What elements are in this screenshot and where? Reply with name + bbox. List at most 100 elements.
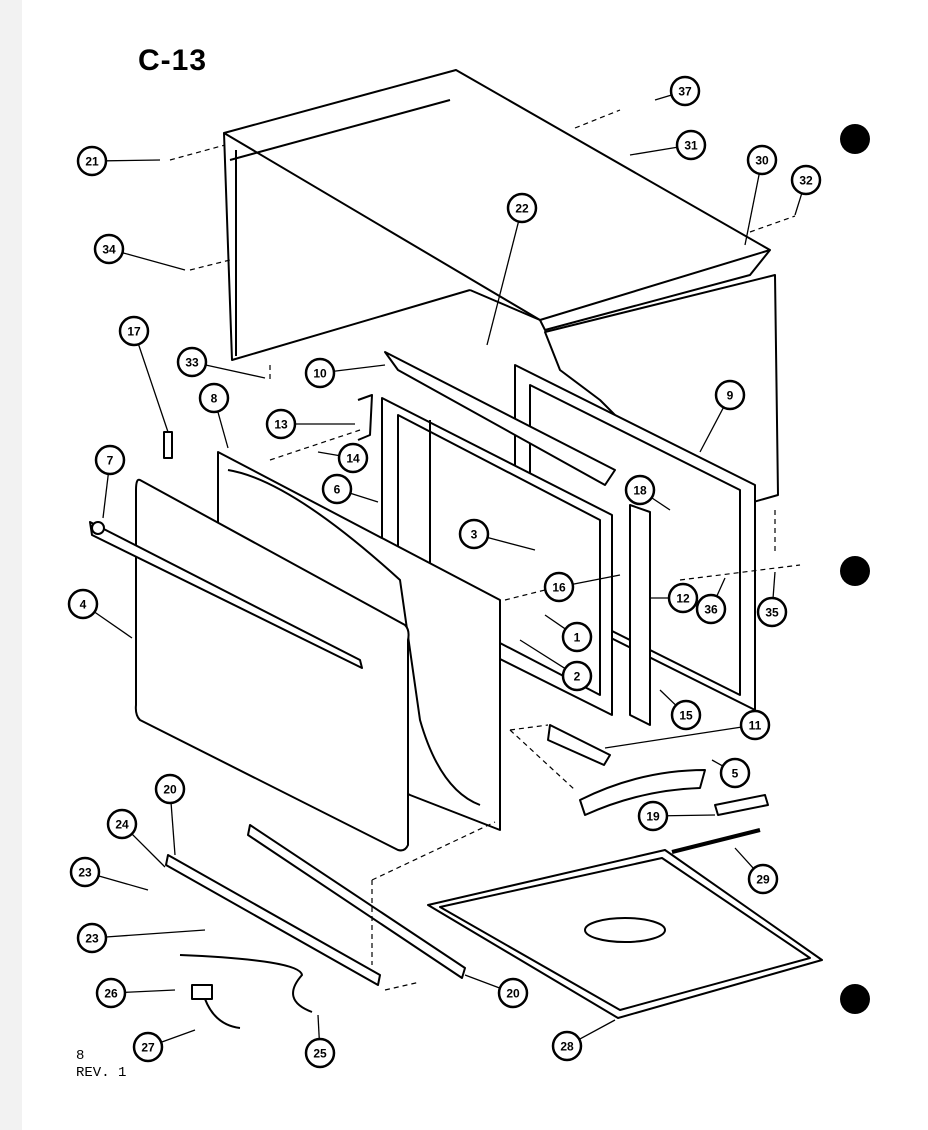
callout-20: 20	[154, 773, 186, 856]
callout-circle	[95, 977, 127, 1009]
callout-leader	[217, 411, 229, 449]
callout-label: 28	[560, 1040, 574, 1054]
callout-circle	[337, 442, 369, 474]
callout-28: 28	[551, 1019, 616, 1062]
callout-label: 9	[727, 389, 734, 403]
callout-circle	[790, 164, 822, 196]
callout-circle	[669, 75, 701, 107]
callout-leader	[317, 1014, 320, 1040]
callout-circle	[321, 473, 353, 505]
callout-label: 22	[515, 202, 529, 216]
callout-circle	[551, 1030, 583, 1062]
callout-label: 16	[552, 581, 566, 595]
callout-13: 13	[265, 408, 355, 440]
callout-leader	[105, 159, 161, 162]
callout-14: 14	[317, 442, 369, 474]
callout-34: 34	[93, 233, 186, 271]
callout-circle	[506, 192, 538, 224]
callout-circle	[719, 757, 751, 789]
callout-leader	[716, 577, 726, 597]
callout-leader	[205, 364, 266, 379]
callout-circle	[265, 408, 297, 440]
callout-circle	[739, 709, 771, 741]
callout-33: 33	[176, 346, 266, 379]
callout-label: 20	[506, 987, 520, 1001]
callout-circle	[93, 233, 125, 265]
callout-label: 13	[274, 418, 288, 432]
callout-circle	[561, 660, 593, 692]
callout-circle	[756, 596, 788, 628]
callout-label: 12	[676, 592, 690, 606]
callout-circle	[76, 922, 108, 954]
diagram-title: C-13	[138, 44, 208, 77]
callout-37: 37	[654, 75, 701, 107]
spring	[671, 828, 761, 854]
callout-leader	[699, 407, 725, 453]
callout-leader	[711, 759, 724, 767]
callout-leader	[654, 94, 672, 101]
small-plate	[163, 431, 173, 459]
drip-tray	[427, 849, 823, 1019]
callout-9: 9	[699, 379, 746, 453]
callout-4: 4	[67, 588, 133, 639]
callout-leader	[772, 571, 776, 599]
callout-label: 30	[755, 154, 769, 168]
callout-circle	[69, 856, 101, 888]
registration-dot	[840, 984, 870, 1014]
callout-circle	[458, 518, 490, 550]
callout-leader	[124, 989, 176, 993]
callout-label: 8	[211, 392, 218, 406]
callout-circle	[667, 582, 699, 614]
callout-leader	[105, 929, 206, 938]
door-handle	[89, 521, 363, 669]
callout-16: 16	[543, 571, 621, 603]
callout-leader	[544, 614, 566, 630]
callout-label: 7	[107, 454, 114, 468]
pin	[714, 794, 769, 816]
callout-circle	[67, 588, 99, 620]
callout-label: 4	[80, 598, 87, 612]
callout-label: 29	[756, 873, 770, 887]
callout-circle	[695, 593, 727, 625]
callout-leader	[572, 574, 621, 585]
callout-leader	[317, 451, 340, 457]
callout-circle	[198, 382, 230, 414]
callout-8: 8	[198, 382, 230, 449]
callout-circle	[304, 1037, 336, 1069]
callout-label: 24	[115, 818, 129, 832]
dashed-leaders	[169, 109, 801, 991]
callout-leader	[131, 833, 166, 868]
door-front	[134, 478, 410, 852]
revision-label: REV. 1	[76, 1065, 127, 1081]
callout-label: 11	[749, 719, 762, 733]
callout-leader	[794, 193, 803, 216]
callout-10: 10	[304, 357, 386, 389]
callout-label: 31	[684, 139, 698, 153]
callout-3: 3	[458, 518, 536, 551]
callout-circle	[154, 773, 186, 805]
callout-label: 34	[102, 243, 116, 257]
callout-leader	[666, 814, 716, 817]
callout-label: 3	[471, 528, 478, 542]
callout-leader	[137, 344, 169, 433]
callout-18: 18	[624, 474, 671, 511]
bottom-trim	[547, 724, 611, 766]
callout-31: 31	[629, 129, 707, 161]
callout-30: 30	[744, 144, 778, 246]
callout-circle	[94, 444, 126, 476]
callout-circle	[132, 1031, 164, 1063]
registration-dot	[840, 124, 870, 154]
side-strip	[629, 504, 651, 726]
callout-circle	[176, 346, 208, 378]
rail-upper	[165, 854, 381, 986]
callout-17: 17	[118, 315, 169, 433]
callout-29: 29	[734, 847, 779, 895]
callout-36: 36	[695, 577, 727, 625]
footer: 8 REV. 1	[76, 1048, 126, 1082]
callout-1: 1	[544, 614, 593, 653]
callout-label: 23	[78, 866, 92, 880]
callout-circle	[497, 977, 529, 1009]
callout-leader	[122, 252, 186, 271]
callout-leader	[486, 221, 520, 346]
